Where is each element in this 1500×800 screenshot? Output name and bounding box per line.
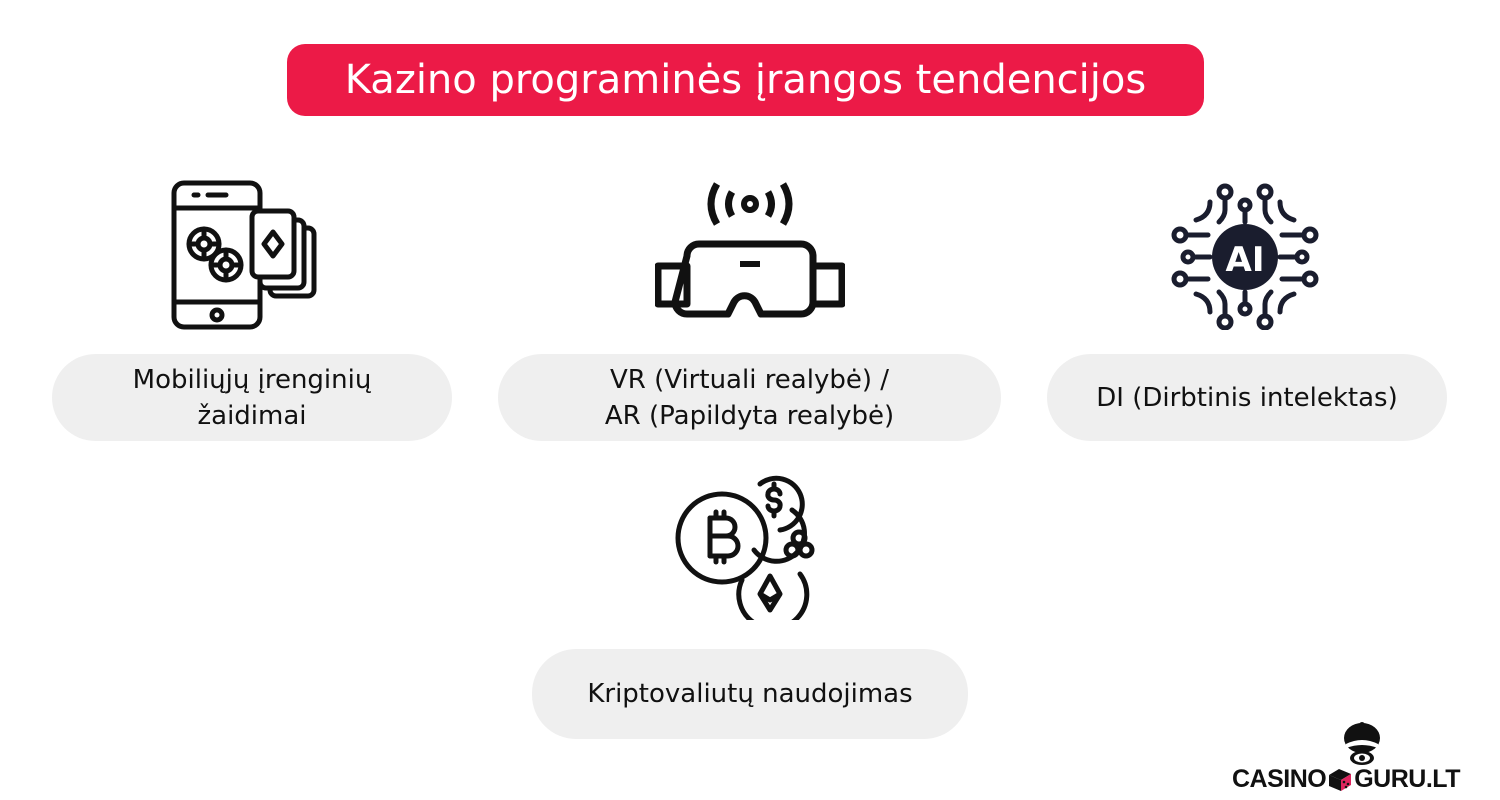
- trend-label: VR (Virtuali realybė) / AR (Papildyta re…: [604, 364, 895, 431]
- trend-pill-crypto: Kriptovaliutų naudojimas: [532, 649, 968, 739]
- crypto-coins-icon: [672, 470, 832, 620]
- trend-label: Kriptovaliutų naudojimas: [587, 679, 913, 709]
- guru-turban-icon: [1340, 722, 1384, 768]
- trend-label: DI (Dirbtinis intelektas): [1096, 382, 1398, 413]
- dice-icon: [1327, 766, 1353, 792]
- page-title: Kazino programinės įrangos tendencijos: [344, 57, 1147, 103]
- trend-pill-mobile: Mobiliųjų įrenginių žaidimai: [52, 354, 452, 441]
- svg-text:AI: AI: [1226, 240, 1265, 280]
- mobile-casino-icon: [168, 180, 328, 330]
- ai-chip-icon: AI: [1170, 180, 1320, 330]
- casino-guru-logo: CASINO GURU.LT: [1232, 720, 1488, 793]
- logo-text-casino: CASINO: [1232, 764, 1327, 793]
- trend-pill-ai: DI (Dirbtinis intelektas): [1047, 354, 1447, 441]
- vr-headset-icon: [655, 182, 845, 330]
- title-banner: Kazino programinės įrangos tendencijos: [287, 44, 1204, 116]
- logo-text-guru: GURU.LT: [1354, 764, 1460, 793]
- trend-pill-vr-ar: VR (Virtuali realybė) / AR (Papildyta re…: [498, 354, 1001, 441]
- trend-label: Mobiliųjų įrenginių žaidimai: [132, 364, 372, 431]
